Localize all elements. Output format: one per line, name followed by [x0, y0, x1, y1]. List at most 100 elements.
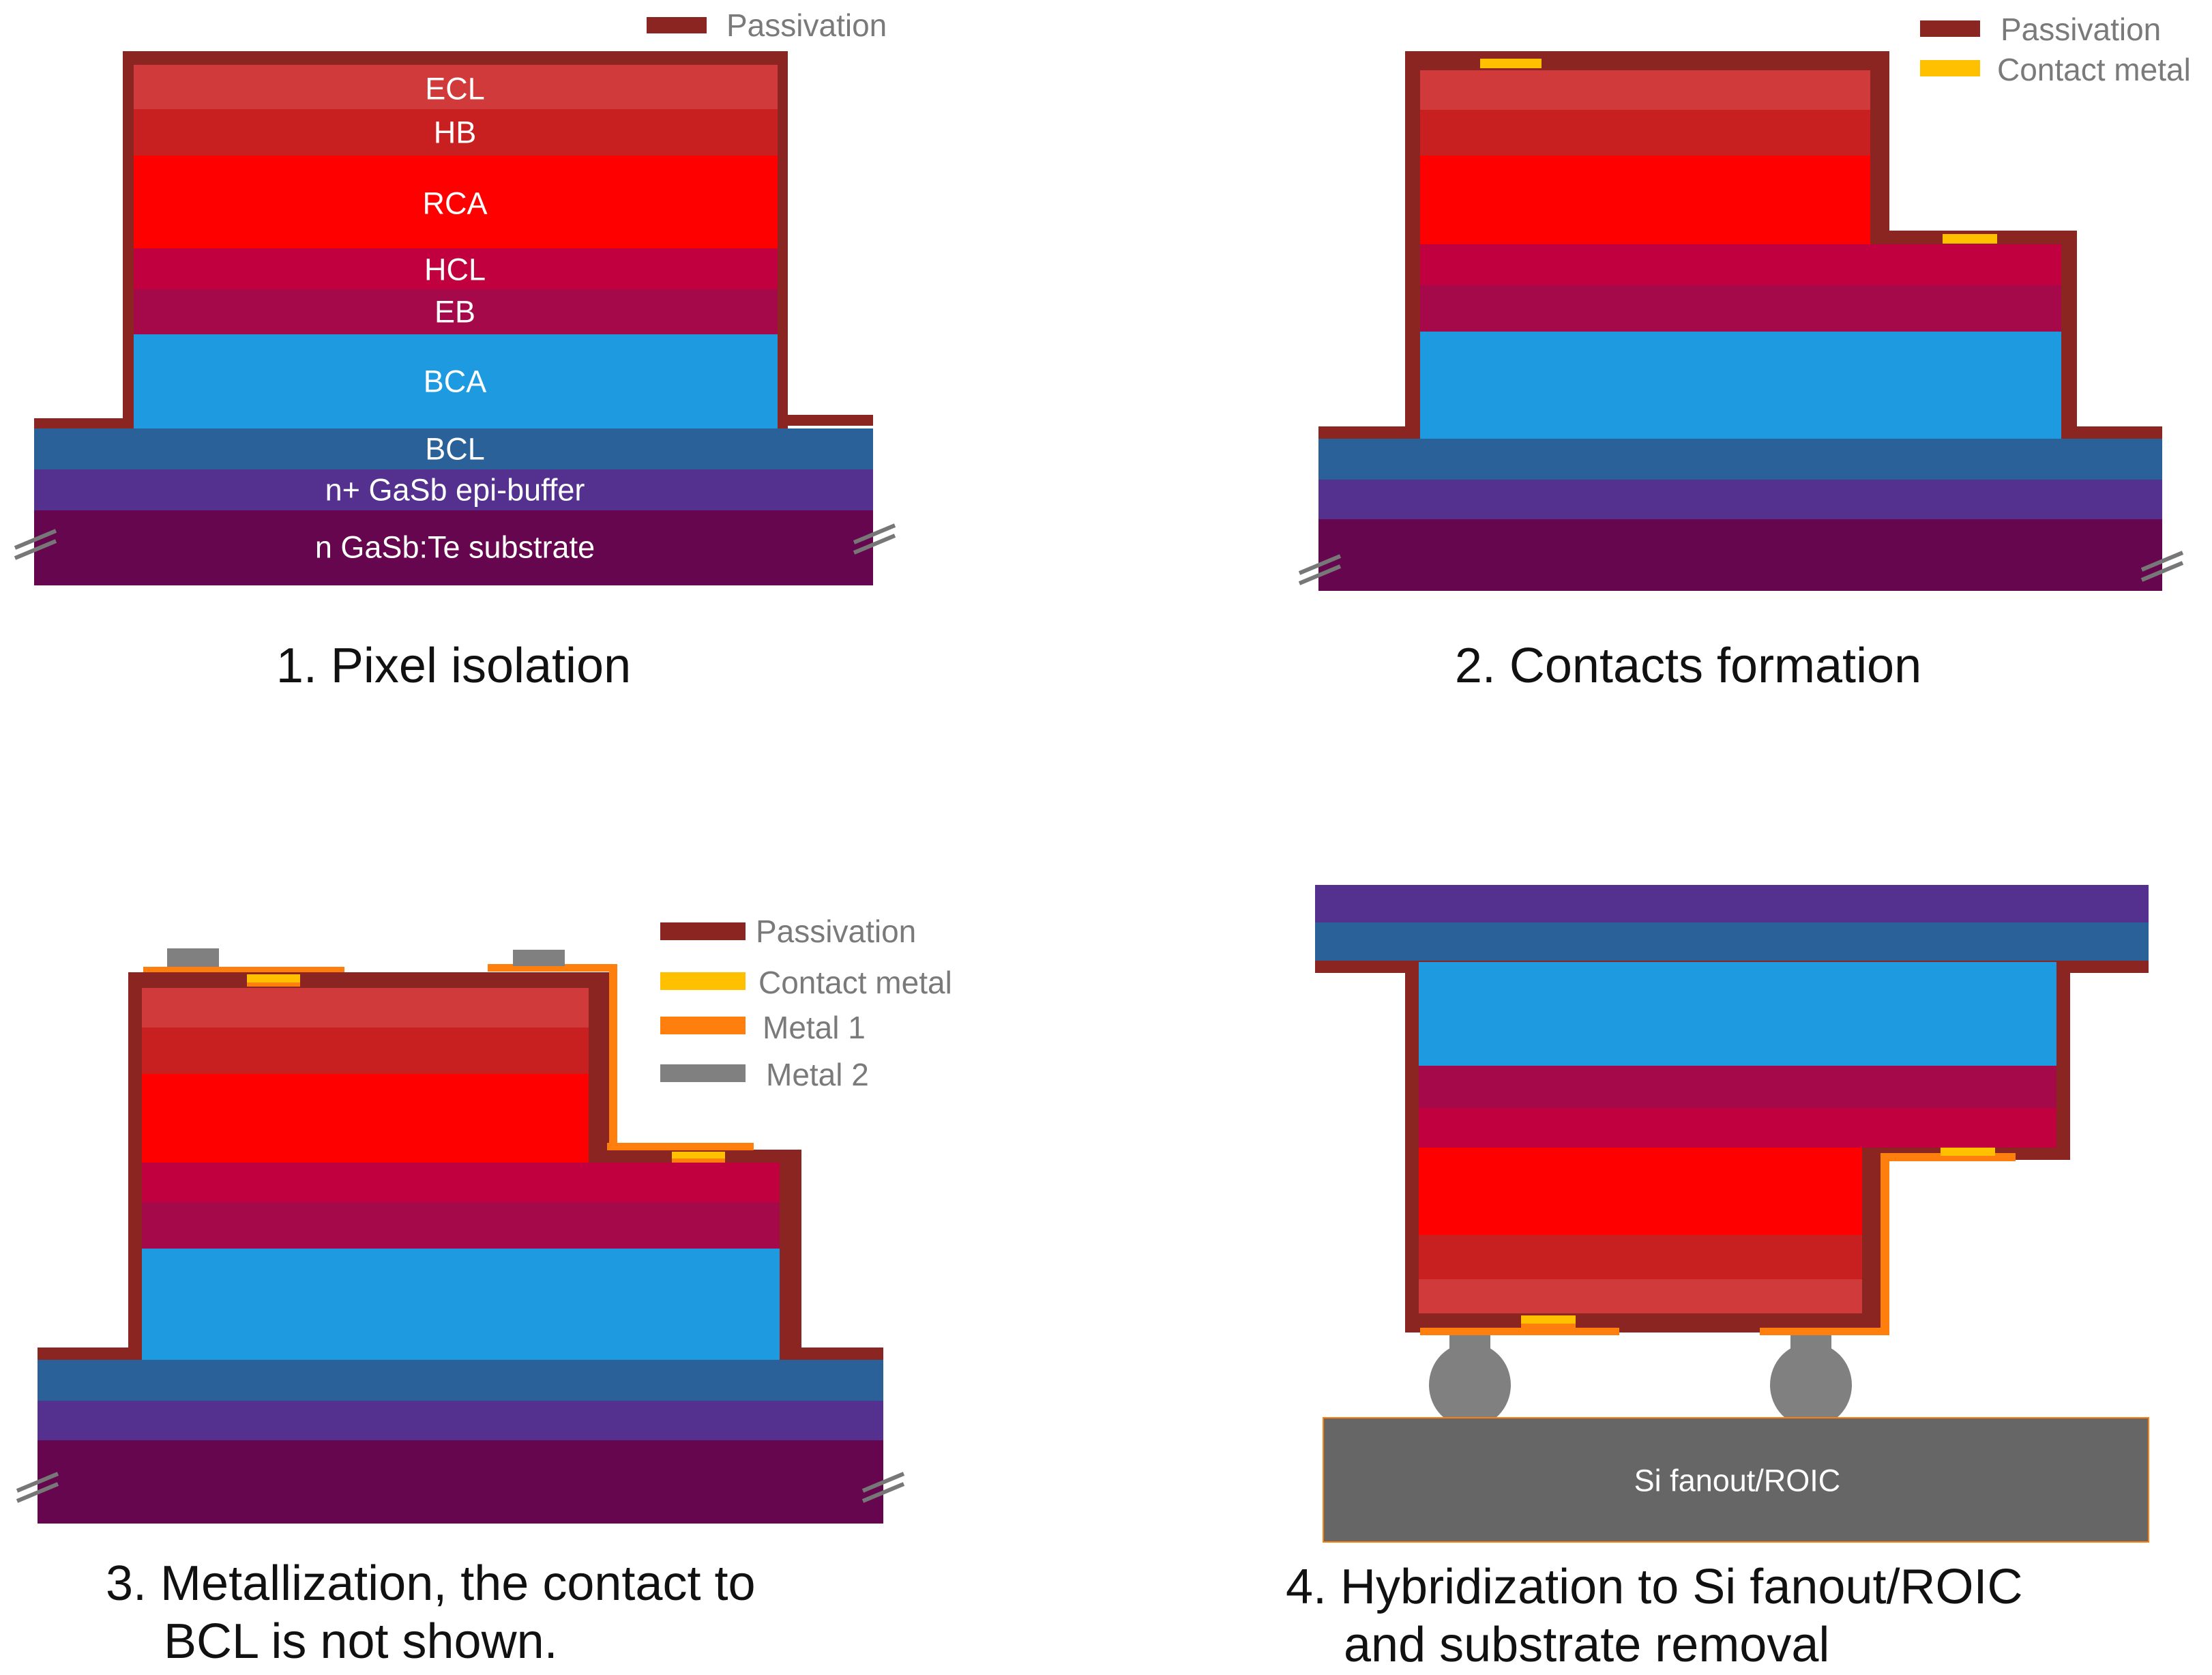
p2-break-mark-left — [1298, 554, 1342, 585]
p4-passivation-side-right — [2046, 961, 2149, 973]
p4-passivation-side-left — [1315, 961, 1417, 973]
p3-legend-metal2: Metal 2 — [766, 1057, 869, 1092]
p3-metal1-trace-left — [143, 967, 344, 972]
p1-layer-epi-buffer — [34, 469, 873, 510]
p1-legend-passivation-swatch — [647, 17, 707, 33]
p4-caption-line1: 4. Hybridization to Si fanout/ROIC — [1286, 1560, 2023, 1614]
p4-layer-eb — [1419, 1066, 2056, 1108]
panel-4-hybridization: Si fanout/ROIC 4. Hybridization to Si fa… — [1286, 885, 2149, 1672]
p1-layer-ecl — [134, 65, 778, 109]
p3-metal1-trace-step — [607, 1143, 750, 1150]
p4-metal1-trace-step — [1760, 1153, 2016, 1335]
p2-layer-bcl — [1318, 439, 2162, 480]
p3-layer-substrate — [38, 1440, 883, 1524]
p2-layer-rca — [1420, 156, 1870, 244]
p1-label-epi-buffer: n+ GaSb epi-buffer — [325, 473, 585, 508]
p2-layer-epi-buffer — [1318, 480, 2162, 519]
p3-layer-hb — [142, 1028, 589, 1074]
p4-layer-hcl — [1419, 1108, 2056, 1148]
p2-contact-metal-step — [1943, 234, 1997, 244]
p1-passivation-side-right — [771, 415, 873, 426]
p3-legend-metal1: Metal 1 — [763, 1010, 866, 1045]
p2-layer-bca — [1420, 332, 2061, 439]
p3-legend-metal1-swatch — [660, 1017, 746, 1034]
p4-layer-rca — [1419, 1148, 1862, 1235]
p1-layer-bca — [134, 334, 778, 428]
panel-1-pixel-isolation: ECL HB RCA HCL EB BCA BCL n+ GaSb epi-bu… — [14, 8, 896, 693]
p4-contact-metal-bottom — [1521, 1315, 1576, 1325]
p1-layer-bcl — [34, 428, 873, 469]
p1-label-bca: BCA — [424, 364, 487, 399]
p4-layer-bca — [1419, 962, 2056, 1066]
panel-2-contacts-formation: Passivation Contact metal 2. Contacts fo… — [1298, 12, 2191, 693]
p1-break-mark-left — [14, 529, 57, 560]
p1-label-eb: EB — [434, 295, 475, 330]
p1-layer-eb — [134, 289, 778, 334]
p3-layer-hcl — [142, 1163, 780, 1202]
p3-legend-contact-metal-swatch — [660, 972, 746, 990]
p3-layer-epi-buffer — [38, 1401, 883, 1440]
p1-label-rca: RCA — [422, 186, 487, 221]
p3-contact-metal-top-ring — [247, 982, 300, 987]
p3-legend-metal2-swatch — [660, 1064, 746, 1082]
p1-layer-rca — [134, 156, 778, 248]
p3-break-mark-left — [16, 1472, 59, 1503]
p3-metal2-pad-right — [513, 950, 565, 966]
p3-layer-ecl — [142, 988, 589, 1028]
p1-layer-substrate — [34, 510, 873, 585]
p1-passivation-side-left — [34, 418, 136, 429]
panel-3-metallization: Passivation Contact metal Metal 1 Metal … — [16, 914, 952, 1669]
p4-layer-hb — [1419, 1235, 1862, 1279]
p3-contact-metal-step-ring — [672, 1159, 725, 1163]
p4-indium-bump-right — [1770, 1343, 1852, 1427]
p4-layer-epi-buffer — [1315, 885, 2149, 922]
p3-passivation-side-right — [784, 1348, 883, 1360]
p2-contact-metal-top — [1480, 59, 1542, 68]
p2-passivation-side-right — [2060, 426, 2162, 439]
p1-layer-hb — [134, 109, 778, 156]
p3-legend-passivation: Passivation — [756, 914, 916, 949]
p2-caption: 2. Contacts formation — [1455, 639, 1921, 693]
p1-label-hcl: HCL — [424, 252, 486, 287]
p1-caption: 1. Pixel isolation — [276, 639, 631, 693]
p3-passivation-side-left — [38, 1348, 140, 1360]
p4-indium-bump-left — [1429, 1343, 1511, 1427]
p1-label-ecl: ECL — [425, 72, 485, 106]
p2-layer-substrate — [1318, 519, 2162, 591]
p1-layer-hcl — [134, 248, 778, 289]
p4-metal1-trace-bottom-left — [1420, 1328, 1619, 1335]
p2-legend-passivation: Passivation — [2001, 12, 2161, 47]
p3-layer-bca — [142, 1249, 780, 1360]
p3-break-mark-right — [861, 1472, 905, 1503]
p3-layer-bcl — [38, 1360, 883, 1401]
p2-break-mark-right — [2140, 551, 2184, 582]
p2-passivation-side-left — [1318, 426, 1411, 439]
p1-label-hb: HB — [434, 115, 477, 150]
p4-si-fanout-roic — [1323, 1417, 2149, 1543]
p2-layer-eb — [1420, 285, 2061, 332]
p2-legend-passivation-swatch — [1920, 20, 1980, 37]
p3-legend-contact-metal: Contact metal — [758, 965, 952, 1000]
p4-layer-ecl — [1419, 1279, 1862, 1313]
p1-label-bcl: BCL — [425, 432, 485, 467]
p3-legend-passivation-swatch — [660, 922, 746, 940]
p2-legend-contact-metal: Contact metal — [1997, 52, 2191, 87]
p4-contact-metal-bottom-ring — [1521, 1324, 1576, 1328]
p4-layer-bcl — [1315, 922, 2149, 962]
p3-metal2-pad-left — [167, 948, 219, 967]
p3-caption-line2: BCL is not shown. — [164, 1614, 558, 1669]
p1-break-mark-right — [853, 523, 896, 555]
p4-indium-bump-right-neck — [1790, 1335, 1831, 1352]
p4-indium-bump-left-neck — [1449, 1335, 1490, 1352]
p1-legend-passivation: Passivation — [726, 8, 887, 43]
p4-contact-metal-step — [1941, 1148, 1995, 1156]
p2-legend-contact-metal-swatch — [1920, 60, 1980, 76]
p1-label-substrate: n GaSb:Te substrate — [315, 530, 595, 565]
p3-layer-rca — [142, 1074, 589, 1163]
p2-layer-hcl — [1420, 244, 2061, 285]
p4-roic-label: Si fanout/ROIC — [1634, 1463, 1841, 1498]
p2-layer-hb — [1420, 110, 1870, 156]
p3-caption-line1: 3. Metallization, the contact to — [106, 1556, 756, 1611]
